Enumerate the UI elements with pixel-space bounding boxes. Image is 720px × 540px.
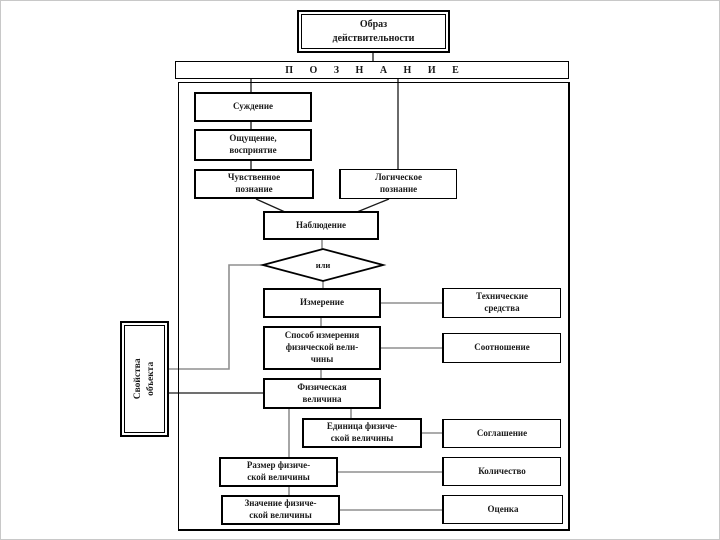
node-izmerenie: Измерение	[263, 288, 381, 318]
node-suzhdenie: Суждение	[194, 92, 312, 122]
poznanie-container-frame	[178, 82, 570, 531]
node-nablyudenie: Наблюдение	[263, 211, 379, 240]
node-soglashenie: Соглашение	[442, 419, 561, 448]
or-diamond-label: или	[315, 260, 331, 270]
node-tekhnicheskie-sredstva: Технические средства	[442, 288, 561, 318]
side-box-svoystva-obekta: Свойства объекта	[120, 321, 169, 437]
node-edinitsa-velichiny: Единица физиче- ской величины	[302, 418, 422, 448]
poznanie-header: П О З Н А Н И Е	[175, 61, 569, 79]
title-box-label: Образ действительности	[301, 14, 446, 49]
node-fizicheskaya-velichina: Физическая величина	[263, 378, 381, 409]
node-otsenka: Оценка	[442, 495, 563, 524]
node-sootnoshenie: Соотношение	[442, 333, 561, 363]
side-box-label: Свойства объекта	[132, 358, 156, 400]
node-znachenie-velichiny: Значение физиче- ской величины	[221, 495, 340, 525]
side-box-inner: Свойства объекта	[124, 325, 165, 433]
node-sposob-izmereniya: Способ измерения физической вели- чины	[263, 326, 381, 370]
title-box: Образ действительности	[297, 10, 450, 53]
node-razmer-velichiny: Размер физиче- ской величины	[219, 457, 338, 487]
node-kolichestvo: Количество	[442, 457, 561, 486]
node-chuvstvennoe-poznanie: Чувственное познание	[194, 169, 314, 199]
node-oshchushchenie-vospriyatie: Ощущение, восприятие	[194, 129, 312, 161]
node-logicheskoe-poznanie: Логическое познание	[339, 169, 457, 199]
